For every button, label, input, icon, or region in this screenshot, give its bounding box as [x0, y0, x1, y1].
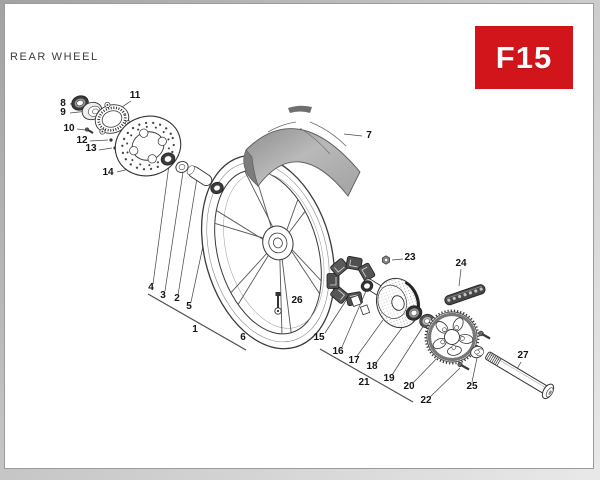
part-number-4: 4	[148, 282, 154, 293]
chain-guard	[243, 105, 361, 197]
axle-spacer	[470, 345, 485, 359]
part-number-11: 11	[129, 90, 141, 101]
page-title: REAR WHEEL	[10, 51, 99, 63]
page-code-badge: F15	[475, 26, 573, 89]
part-number-2: 2	[174, 293, 180, 304]
part-number-9: 9	[60, 107, 66, 118]
sprocket-bolt	[478, 330, 491, 340]
part-number-5: 5	[186, 301, 192, 312]
part-number-13: 13	[85, 143, 97, 154]
part-number-7: 7	[366, 130, 372, 141]
small-ball-12	[109, 138, 113, 142]
part-number-21: 21	[358, 377, 370, 388]
rear-axle	[485, 351, 555, 400]
abs-tone-ring	[94, 101, 132, 135]
cush-drive-rubbers	[326, 256, 376, 306]
part-number-14: 14	[102, 167, 114, 178]
part-number-19: 19	[383, 373, 395, 384]
part-number-16: 16	[332, 346, 344, 357]
tyre-valve	[274, 292, 282, 315]
hub-nut	[382, 255, 390, 265]
part-number-17: 17	[348, 355, 360, 366]
rear-sprocket	[424, 309, 480, 365]
part-number-18: 18	[366, 361, 378, 372]
part-number-10: 10	[63, 123, 75, 134]
part-number-3: 3	[160, 290, 166, 301]
part-number-1: 1	[192, 324, 198, 335]
axle-spacer-set	[160, 152, 224, 195]
part-number-23: 23	[404, 252, 416, 263]
part-number-25: 25	[466, 381, 478, 392]
part-number-26: 26	[291, 295, 303, 306]
carrier-bolt	[457, 361, 470, 371]
part-number-20: 20	[403, 381, 415, 392]
part-number-27: 27	[517, 350, 529, 361]
chain-segment	[444, 284, 486, 306]
part-number-12: 12	[76, 135, 88, 146]
part-number-22: 22	[420, 395, 432, 406]
part-number-24: 24	[455, 258, 467, 269]
part-number-8: 8	[60, 98, 66, 109]
part-number-15: 15	[313, 332, 325, 343]
part-number-6: 6	[240, 332, 246, 343]
carrier-seal	[360, 280, 374, 292]
carrier-bearing-1	[405, 305, 423, 321]
disc-screw	[84, 127, 94, 134]
